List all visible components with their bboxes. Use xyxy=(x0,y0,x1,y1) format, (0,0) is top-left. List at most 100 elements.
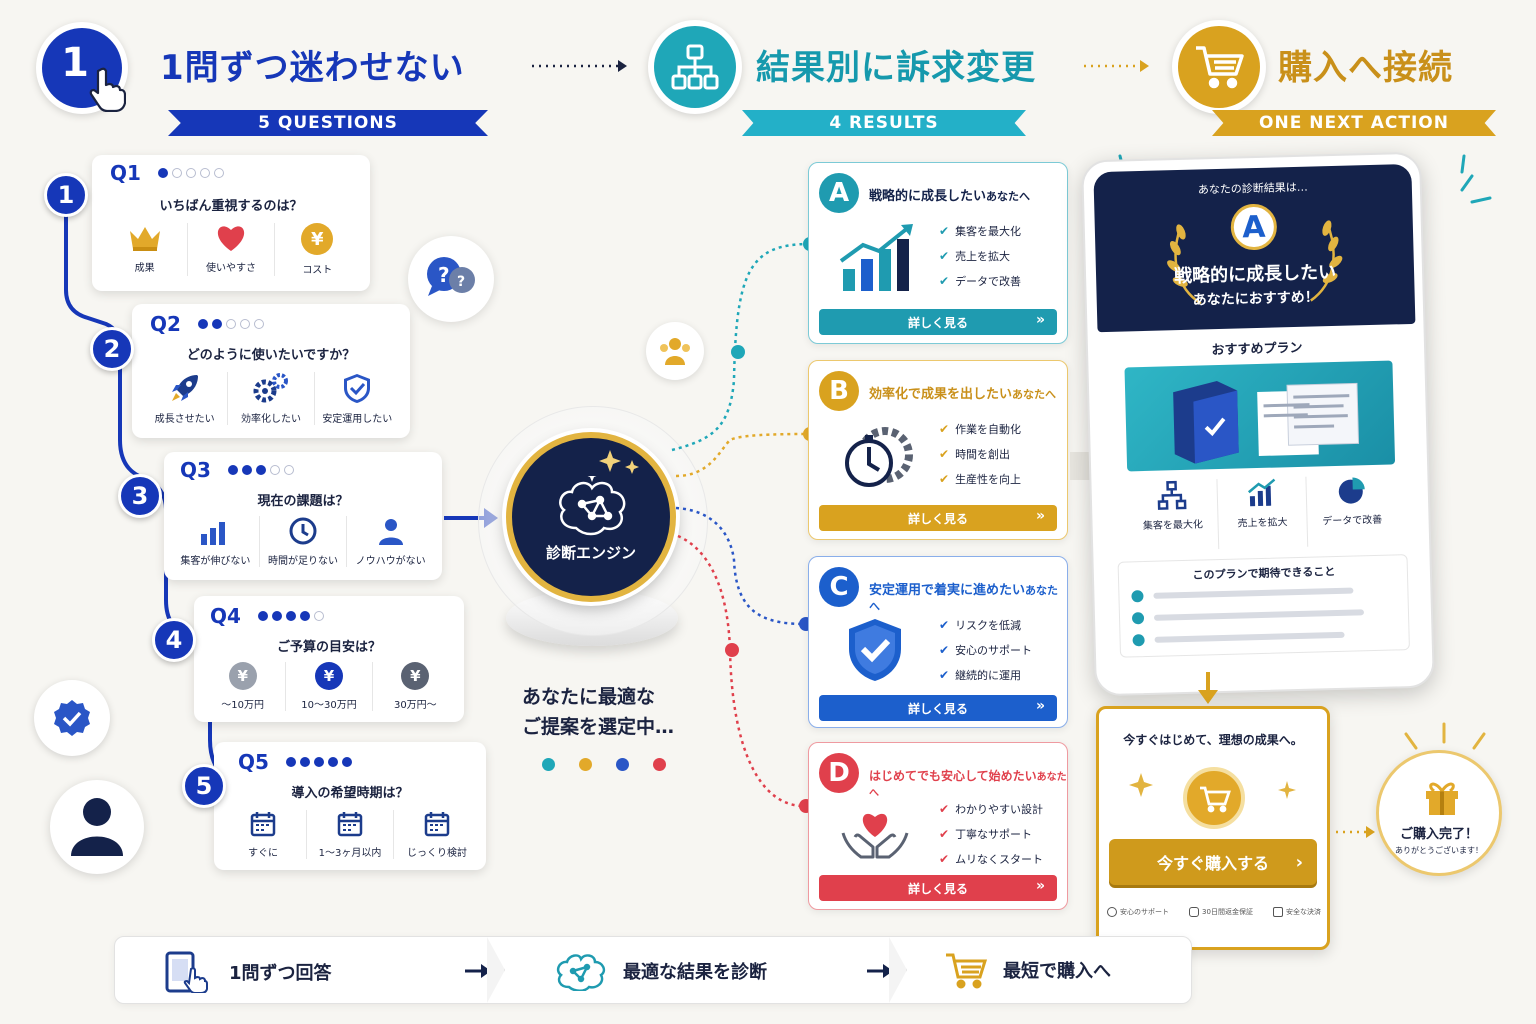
result-b-feature-2: ✔時間を創出 xyxy=(939,447,1011,461)
q2-number-badge: 2 xyxy=(90,327,134,371)
step2-title: 結果別に訴求変更 xyxy=(756,48,1036,88)
result-c-feature-3: ✔継続的に運用 xyxy=(939,668,1022,682)
q2-option-2[interactable]: 効率化したい xyxy=(228,372,315,425)
check-bubble xyxy=(34,680,110,756)
flow-network-icon xyxy=(671,44,719,90)
q5-label: Q5 xyxy=(238,750,269,774)
crown-icon xyxy=(129,227,160,251)
check-circle-icon xyxy=(1132,634,1145,647)
q1-number-badge: 1 xyxy=(44,173,88,217)
q1-option-1[interactable]: 成果 xyxy=(102,223,189,276)
shield-icon xyxy=(344,374,371,403)
result-b-feature-3: ✔生産性を向上 xyxy=(939,472,1022,486)
result-card-d[interactable]: D はじめてでも安心して始めたいあなたへ ✔わかりやすい設計 ✔丁寧なサポート … xyxy=(808,742,1068,910)
q5-option-1[interactable]: すぐに xyxy=(220,810,307,859)
ribbon-one-next-action: ONE NEXT ACTION xyxy=(1212,110,1496,136)
check-circle-icon xyxy=(1131,612,1145,625)
question-card-q1[interactable]: Q1 いちばん重視するのは？ 成果 使いやすさ ¥ コスト xyxy=(92,155,370,291)
engine-label: 診断エンジン xyxy=(545,544,636,562)
q4-option-2[interactable]: ¥ 10〜30万円 xyxy=(286,662,373,711)
question-card-q2[interactable]: Q2 どのように使いたいですか？ 成長させたい 効率化したい 安定運用したい xyxy=(132,304,410,438)
result-b-details-button[interactable]: 詳しく見る» xyxy=(819,505,1057,531)
q1-progress-dots xyxy=(158,168,224,178)
q5-option-2[interactable]: 1〜3ヶ月以内 xyxy=(307,810,394,859)
yen-coin-icon: ¥ xyxy=(314,662,343,690)
q1-option-2-label: 使いやすさ xyxy=(205,263,256,274)
result-c-feature-1: ✔リスクを低減 xyxy=(939,618,1022,632)
q2-option-1-label: 成長させたい xyxy=(154,414,215,425)
q5-progress-dots xyxy=(286,757,352,767)
step1-title: 1問ずつ迷わせない xyxy=(160,48,465,88)
arrow-to-purchase xyxy=(1198,672,1218,704)
q3-option-2-label: 時間が足りない xyxy=(268,556,338,567)
dotted-arrow xyxy=(1084,60,1149,72)
q4-progress-dots xyxy=(258,611,324,621)
trust-badges: 安心のサポート 30日間返金保証 安全な決済 xyxy=(1107,907,1321,917)
q3-option-2[interactable]: 時間が足りない xyxy=(260,516,348,567)
trust-badge-support: 安心のサポート xyxy=(1107,907,1169,917)
q5-number-badge: 5 xyxy=(182,764,226,808)
step2-badge xyxy=(648,20,742,114)
q3-option-3[interactable]: ノウハウがない xyxy=(347,516,434,567)
check-circle-icon xyxy=(1131,590,1144,603)
cart-icon xyxy=(946,953,987,989)
user-icon xyxy=(71,798,123,856)
dotted-arrow xyxy=(1336,826,1375,838)
phone-expect-box: このプランで期待できること xyxy=(1117,554,1410,658)
q4-option-1[interactable]: ¥ 〜10万円 xyxy=(200,662,287,711)
result-d-feature-3: ✔ムリなくスタート xyxy=(939,852,1044,866)
laurel-right-icon xyxy=(1310,220,1343,302)
result-b-title: 効率化で成果を出したいあなたへ xyxy=(869,387,1057,402)
cart-icon xyxy=(1196,46,1244,89)
result-c-letter: C xyxy=(819,567,859,607)
q5-option-3[interactable]: じっくり検討 xyxy=(394,810,480,859)
question-bubble: ?? xyxy=(408,236,494,322)
pie-chart-icon xyxy=(1338,477,1365,504)
result-a-feature-3: ✔データで改善 xyxy=(939,274,1022,288)
result-a-feature-1: ✔集客を最大化 xyxy=(939,224,1022,238)
q1-option-1-label: 成果 xyxy=(134,263,155,274)
q4-option-3[interactable]: ¥ 30万円〜 xyxy=(373,662,458,711)
q1-option-2[interactable]: 使いやすさ xyxy=(188,223,275,276)
result-c-details-button[interactable]: 詳しく見る» xyxy=(819,695,1057,721)
bar-growth-icon xyxy=(1247,478,1276,507)
result-d-details-button[interactable]: 詳しく見る» xyxy=(819,875,1057,901)
q5-question-text: 導入の希望時期は？ xyxy=(291,786,409,801)
bottom-step-1-label: 1問ずつ回答 xyxy=(229,963,332,984)
arrow-right-icon xyxy=(867,964,893,978)
check-badge-icon xyxy=(54,700,90,736)
q4-option-3-label: 30万円〜 xyxy=(393,700,437,711)
yen-coin-icon: ¥ xyxy=(401,662,430,690)
q1-label: Q1 xyxy=(110,161,141,185)
complete-title: ご購入完了！ xyxy=(1399,827,1478,842)
tablet-tap-icon xyxy=(165,951,208,993)
placeholder-line xyxy=(1153,587,1354,599)
ribbon-5-questions: 5 QUESTIONS xyxy=(168,110,488,136)
phone-feature-row: 集客を最大化 売上を拡大 データで改善 xyxy=(1127,474,1397,552)
chevron-right-icon: › xyxy=(1295,851,1303,873)
engine-core[interactable]: 診断エンジン xyxy=(506,432,676,602)
q1-option-3-label: コスト xyxy=(302,265,333,276)
sparkle-icon xyxy=(599,450,639,474)
buy-now-button[interactable]: 今すぐ購入する› xyxy=(1109,839,1317,885)
question-card-q5[interactable]: Q5 導入の希望時期は？ すぐに 1〜3ヶ月以内 じっくり検討 xyxy=(214,742,486,870)
q2-label: Q2 xyxy=(150,312,181,336)
question-card-q3[interactable]: Q3 現在の課題は？ 集客が伸びない 時間が足りない ノウハウがない xyxy=(164,452,442,580)
q2-option-3[interactable]: 安定運用したい xyxy=(315,372,400,425)
bottom-step-2: 最適な結果を診断 xyxy=(555,951,767,991)
result-a-details-button[interactable]: 詳しく見る» xyxy=(819,309,1057,335)
bottom-step-3: 最短で購入へ xyxy=(945,951,1111,989)
result-card-b[interactable]: B 効率化で成果を出したいあなたへ ✔作業を自動化 ✔時間を創出 ✔生産性を向上… xyxy=(808,360,1068,540)
q3-option-1[interactable]: 集客が伸びない xyxy=(172,516,260,567)
q2-option-1[interactable]: 成長させたい xyxy=(142,372,229,425)
question-card-q4[interactable]: Q4 ご予算の目安は？ ¥ 〜10万円 ¥ 10〜30万円 ¥ 30万円〜 xyxy=(194,596,464,722)
shield-small-icon xyxy=(1189,907,1200,917)
q1-option-3[interactable]: ¥ コスト xyxy=(275,223,360,276)
result-card-c[interactable]: C 安定運用で着実に進めたいあなたへ ✔リスクを低減 ✔安心のサポート ✔継続的… xyxy=(808,556,1068,728)
q1-question-text: いちばん重視するのは？ xyxy=(159,199,303,214)
yen-coin-icon: ¥ xyxy=(228,662,257,690)
result-card-a[interactable]: A 戦略的に成長したいあなたへ ✔集客を最大化 ✔売上を拡大 ✔データで改善 詳… xyxy=(808,162,1068,344)
loading-dots xyxy=(542,758,666,771)
q3-number-badge: 3 xyxy=(118,474,162,518)
yen-coin-icon: ¥ xyxy=(301,223,334,255)
